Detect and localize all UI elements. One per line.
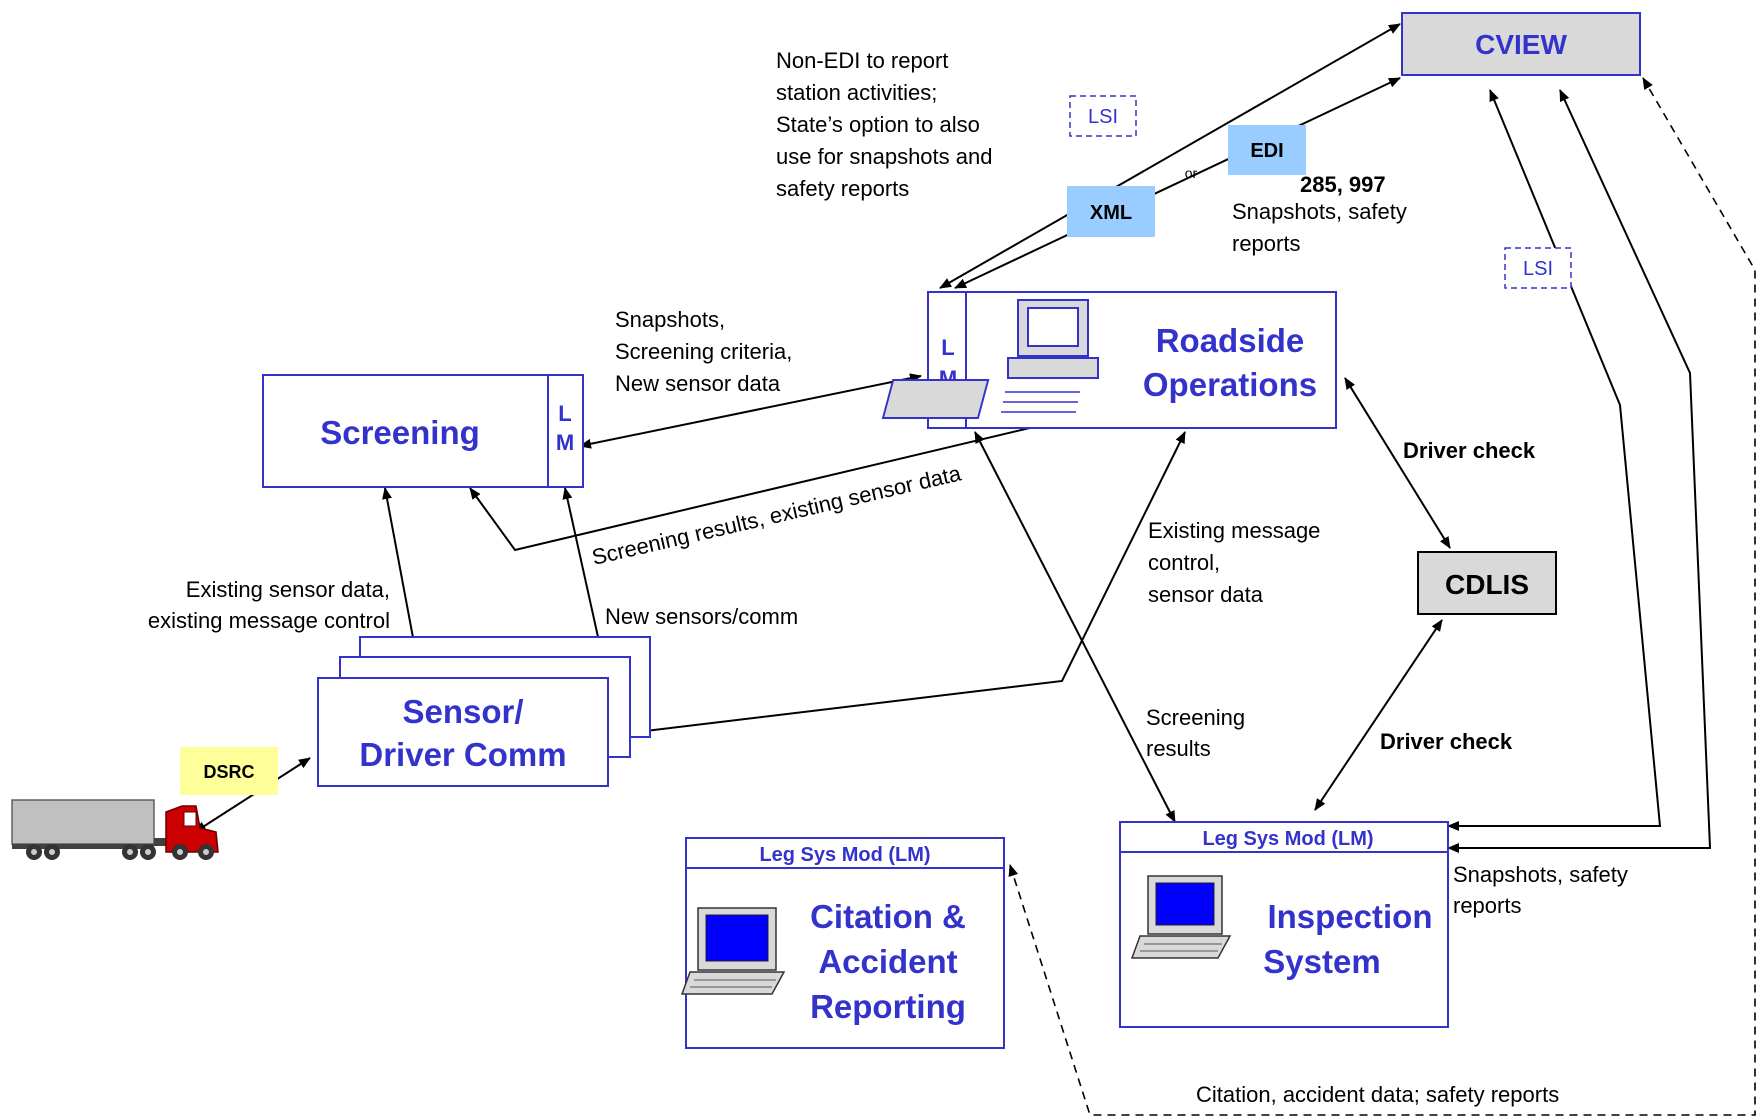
screening-lm-l: L (558, 401, 571, 426)
screening-box (262, 374, 584, 488)
citation-title-1: Citation & (810, 898, 966, 935)
driver-check-top-label: Driver check (1403, 438, 1536, 463)
cdlis-label: CDLIS (1445, 569, 1529, 600)
edi-codes-label: 285, 997 (1300, 172, 1386, 197)
existing-msg-line: sensor data (1148, 582, 1264, 607)
desktop-computer-icon (881, 299, 1099, 419)
screening-title: Screening (320, 414, 480, 451)
screening-results-line: Screening (1146, 705, 1245, 730)
arrow-lm-newsensors (562, 487, 605, 656)
cdlis-box (1417, 551, 1557, 615)
non-edi-line: use for snapshots and (776, 144, 992, 169)
roadside-title-2: Operations (1143, 366, 1317, 403)
dsrc-label: DSRC (203, 762, 254, 782)
citation-header: Leg Sys Mod (LM) (759, 844, 930, 866)
non-edi-line: safety reports (776, 176, 909, 201)
cview-label: CVIEW (1475, 29, 1567, 60)
existing-sensor-line: Existing sensor data, (186, 577, 390, 602)
non-edi-line: Non-EDI to report (776, 48, 948, 73)
existing-sensor-line: existing message control (148, 608, 390, 633)
existing-msg-line: control, (1148, 550, 1220, 575)
screening-lm-box (547, 374, 584, 488)
dashed-citation-cview (1008, 77, 1756, 1116)
screening-results-line: results (1146, 736, 1211, 761)
dsrc-tag (180, 747, 278, 795)
edi-label: EDI (1250, 140, 1283, 162)
cview-box (1401, 12, 1641, 76)
citation-title-2: Accident (818, 943, 957, 980)
existing-msg-line: Existing message (1148, 518, 1320, 543)
non-edi-note: Non-EDI to report station activities; St… (776, 48, 992, 201)
inspection-title-1: Inspection (1267, 898, 1432, 935)
edi-tag (1228, 125, 1306, 175)
lsi-right-box (1504, 247, 1572, 289)
snap-screen-line: Snapshots, (615, 307, 725, 332)
arrow-roadside-inspection (974, 431, 1176, 823)
arrow-roadside-cview-nonedi (939, 23, 1401, 289)
lsi-left-label: LSI (1088, 106, 1118, 128)
non-edi-line: station activities; (776, 80, 937, 105)
snap-screen-line: New sensor data (615, 371, 781, 396)
new-sensors-label: New sensors/comm (605, 604, 798, 629)
snap-safety-right-line: Snapshots, safety (1453, 862, 1628, 887)
sensor-box (317, 677, 609, 787)
roadside-title-1: Roadside (1156, 322, 1305, 359)
lsi-right-label: LSI (1523, 258, 1553, 280)
snap-safety-right-line: reports (1453, 893, 1521, 918)
edi-desc-line: reports (1232, 231, 1300, 256)
lsi-left-box (1069, 95, 1137, 137)
xml-label: XML (1090, 202, 1132, 224)
inspection-header: Leg Sys Mod (LM) (1202, 828, 1373, 850)
driver-check-bottom-label: Driver check (1380, 729, 1513, 754)
arrow-cdlis-inspection (1314, 619, 1443, 811)
edi-desc-line: Snapshots, safety (1232, 199, 1407, 224)
truck-icon (11, 799, 219, 860)
screening-results-sensor-label: Screening results, existing sensor data (590, 460, 965, 570)
snap-screen-line: Screening criteria, (615, 339, 792, 364)
roadside-box (927, 291, 1337, 429)
laptop-icon (680, 907, 786, 995)
non-edi-line: State’s option to also (776, 112, 980, 137)
citation-bottom-label: Citation, accident data; safety reports (1196, 1082, 1559, 1107)
roadside-lm-l: L (941, 335, 954, 360)
arrow-roadside-cdlis (1344, 377, 1451, 549)
laptop-icon (1130, 875, 1232, 959)
or-label: or (1185, 165, 1198, 181)
inspection-title-2: System (1263, 943, 1380, 980)
screening-lm-m: M (556, 430, 574, 455)
citation-title-3: Reporting (810, 988, 966, 1025)
xml-tag (1067, 186, 1155, 237)
sensor-title-2: Driver Comm (359, 736, 566, 773)
sensor-title-1: Sensor/ (402, 693, 523, 730)
